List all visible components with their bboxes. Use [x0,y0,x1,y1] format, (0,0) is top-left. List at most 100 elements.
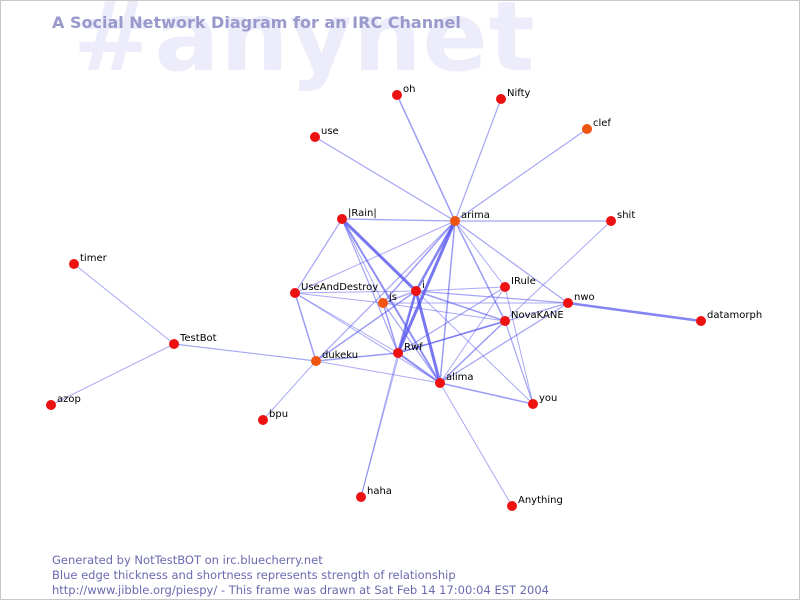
edge-dukeku-alima [315,360,441,384]
edge-Nifty-arima [454,98,502,222]
node-Rain: |Rain| [337,208,377,224]
node-label: datamorph [707,310,762,321]
node-label: you [539,393,557,404]
node-label: alima [446,372,474,383]
node-dot [169,339,179,349]
node-timer: timer [69,253,108,269]
node-label: js [388,292,397,303]
node-dot [411,286,421,296]
edge-NovaKANE-Rwf [397,320,506,354]
node-UseAndDestroy: UseAndDestroy [290,282,378,298]
node-TestBot: TestBot [169,333,217,349]
footer-source-url: http://www.jibble.org/piespy/ - This fra… [52,583,549,597]
edge-UseAndDestroy-js [294,292,384,304]
edge-use-arima [314,136,456,222]
edge-arima-js [382,220,456,304]
node-shit: shit [606,210,635,226]
edge-i-UseAndDestroy [294,290,417,294]
node-NovaKANE: NovaKANE [500,310,564,326]
node-label: oh [403,84,415,95]
node-js: js [378,292,397,308]
edge-Rwf-alima [397,352,441,384]
node-label: bpu [269,409,288,420]
edges-layer [50,94,703,507]
node-label: Anything [518,495,563,506]
node-bpu: bpu [258,409,288,425]
edge-NovaKANE-js [382,302,506,322]
edge-arima-IRule [454,220,506,288]
node-label: IRule [511,276,536,287]
edge-Rwf-dukeku [315,352,399,362]
node-dot [392,90,402,100]
edge-alima-you [439,382,534,405]
node-dot [393,348,403,358]
node-label: NovaKANE [511,310,564,321]
node-dot [606,216,616,226]
edge-arima-UseAndDestroy [294,220,456,294]
edge-NovaKANE-alima [439,320,506,384]
edge-oh-arima [396,94,456,222]
edge-TestBot-timer [73,263,175,345]
node-dot [378,298,388,308]
node-dot [500,316,510,326]
node-label: TestBot [179,333,217,344]
edge-nwo-alima [439,302,569,384]
edge-dukeku-bpu [262,360,317,421]
edge-IRule-Rwf [397,286,506,354]
edge-alima-Anything [439,382,513,507]
edge-js-alima [382,302,441,384]
node-Rwf: Rwf [393,342,423,358]
node-label: haha [367,486,392,497]
node-use: use [310,126,339,142]
node-label: arima [461,210,490,221]
edge-Rain-Rwf [341,218,399,354]
footer: Generated by NotTestBOT on irc.bluecherr… [52,553,549,598]
node-you: you [528,393,557,409]
edge-Rwf-haha [360,352,399,498]
edge-TestBot-azop [50,343,175,406]
node-dot [582,124,592,134]
node-label: dukeku [322,350,358,361]
edge-IRule-alima [439,286,506,384]
node-datamorph: datamorph [696,310,762,326]
node-dot [563,298,573,308]
node-dot [46,400,56,410]
node-dot [507,501,517,511]
edge-arima-Rwf [396,219,457,355]
edge-js-Rwf [382,302,399,354]
node-dot [69,259,79,269]
channel-watermark: #anynet [73,0,536,93]
node-label: timer [80,253,108,264]
node-i: i [411,280,425,296]
node-label: i [422,280,425,291]
node-dot [450,216,460,226]
edge-i-nwo [415,290,569,304]
node-dot [435,378,445,388]
node-IRule: IRule [500,276,536,292]
edge-UseAndDestroy-dukeku [294,292,317,362]
edge-Rain-arima [341,218,456,222]
node-label: Nifty [507,88,531,99]
edge-NovaKANE-you [504,320,534,405]
edge-i-js [382,290,417,304]
node-Anything: Anything [507,495,563,511]
edge-arima-NovaKANE [454,220,506,322]
node-arima: arima [450,210,490,226]
node-dot [356,492,366,502]
edge-arima-nwo [454,220,569,304]
node-label: Rwf [404,342,423,353]
edge-IRule-you [504,286,534,405]
node-azop: azop [46,394,81,410]
edge-clef-arima [454,128,588,222]
node-label: |Rain| [348,208,377,219]
node-dot [528,399,538,409]
edge-Rain-alima [341,218,441,384]
node-haha: haha [356,486,392,502]
footer-legend: Blue edge thickness and shortness repres… [52,568,456,582]
node-dot [310,132,320,142]
node-nwo: nwo [563,292,595,308]
node-dot [696,316,706,326]
edge-arima-dukeku [315,220,456,362]
